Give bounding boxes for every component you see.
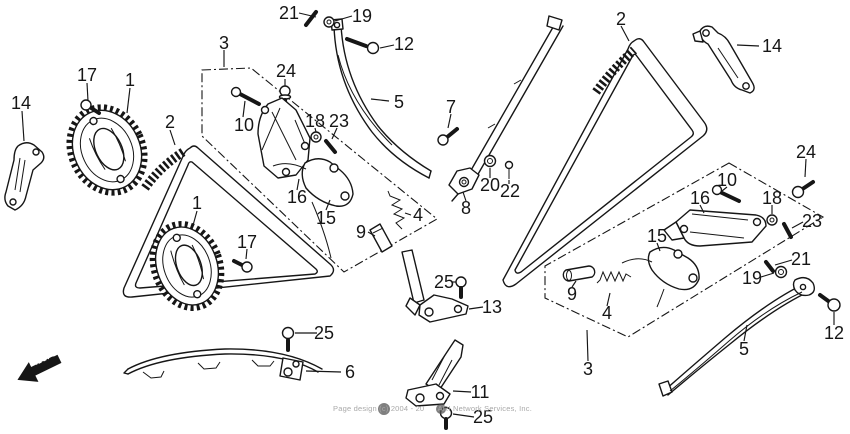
spring-4-left — [387, 190, 406, 230]
callout-20: 20 — [479, 175, 501, 195]
bolt-17-top — [80, 99, 101, 115]
callout-9: 9 — [355, 222, 367, 242]
bolt-12-right — [818, 293, 841, 312]
chain-guide-6-bottom — [123, 348, 323, 381]
callout-23: 23 — [801, 211, 823, 231]
callout-18: 18 — [304, 111, 326, 131]
bracket-14-right — [692, 25, 755, 94]
cam-chain-right — [502, 38, 708, 288]
nut-18-left — [310, 131, 322, 143]
callout-12: 12 — [393, 34, 415, 54]
callout-14: 14 — [761, 36, 783, 56]
nut-18-right — [766, 214, 778, 226]
tensioner-arm-15-left — [272, 158, 354, 259]
callout-19: 19 — [741, 268, 763, 288]
chain-guide-5-right — [658, 276, 816, 397]
callout-1: 1 — [191, 193, 203, 213]
callout-13: 13 — [481, 297, 503, 317]
pin-9-right — [562, 265, 596, 282]
callout-25: 25 — [313, 323, 335, 343]
pin-9-left — [369, 223, 393, 253]
bolt-24-right — [791, 180, 815, 199]
callout-3: 3 — [218, 33, 230, 53]
callout-21: 21 — [278, 3, 300, 23]
callout-12: 12 — [823, 323, 845, 343]
pin-23-right — [782, 222, 793, 239]
callout-9: 9 — [566, 284, 578, 304]
callout-11: 11 — [470, 382, 490, 402]
assembly-box-3-right — [544, 162, 825, 338]
callout-3: 3 — [582, 359, 594, 379]
callout-21: 21 — [790, 249, 812, 269]
callout-17: 17 — [236, 232, 258, 252]
bolt-7 — [437, 127, 459, 146]
callout-2: 2 — [615, 9, 627, 29]
callout-7: 7 — [445, 97, 457, 117]
callout-1: 1 — [124, 70, 136, 90]
watermark-logos — [378, 403, 446, 415]
cam-sprocket-top — [66, 104, 148, 196]
callout-5: 5 — [393, 92, 405, 112]
callout-14: 14 — [10, 93, 32, 113]
callout-22: 22 — [499, 181, 521, 201]
tensioner-11 — [405, 339, 464, 407]
tensioner-holder-16-right — [663, 209, 767, 247]
callout-24: 24 — [275, 61, 297, 81]
washer-19-right — [774, 265, 788, 279]
tensioner-arm-15-right — [621, 246, 700, 308]
callout-18: 18 — [761, 188, 783, 208]
callout-16: 16 — [689, 188, 711, 208]
callout-2: 2 — [164, 112, 176, 132]
bolt-10-right — [711, 184, 741, 203]
pin-21-left — [304, 10, 318, 27]
callout-10: 10 — [233, 115, 255, 135]
bracket-14-left — [4, 142, 45, 211]
cam-chain-left — [122, 145, 335, 298]
callout-8: 8 — [460, 198, 472, 218]
chain-guide-5-left — [330, 18, 432, 179]
fwd-arrow — [17, 354, 62, 382]
callout-16: 16 — [286, 187, 308, 207]
callout-17: 17 — [76, 65, 98, 85]
washer-19-left — [323, 16, 335, 28]
callout-6: 6 — [344, 362, 356, 382]
chain-guide-8 — [448, 15, 564, 202]
cam-sprocket-bottom — [149, 221, 225, 311]
copyright-watermark: Page design (c) 2004 - 20 ARI Network Se… — [333, 404, 532, 413]
callout-25: 25 — [433, 272, 455, 292]
spring-4-right — [596, 270, 632, 284]
callout-19: 19 — [351, 6, 373, 26]
pin-21-right — [764, 260, 775, 273]
guide-bracket-13 — [401, 249, 469, 323]
bolt-25-guide6 — [281, 326, 295, 352]
bolt-10-left — [230, 86, 261, 106]
callout-25: 25 — [472, 407, 494, 427]
callout-4: 4 — [412, 205, 424, 225]
callout-15: 15 — [315, 208, 337, 228]
callout-10: 10 — [716, 170, 738, 190]
callout-24: 24 — [795, 142, 817, 162]
bolt-17-bottom — [232, 259, 253, 273]
bolt-12-left — [345, 37, 380, 55]
washer-20 — [483, 154, 497, 168]
callout-4: 4 — [601, 303, 613, 323]
leader-lines — [21, 12, 835, 418]
callout-5: 5 — [738, 339, 750, 359]
screw-22 — [504, 160, 514, 179]
callout-15: 15 — [646, 226, 668, 246]
callout-23: 23 — [328, 111, 350, 131]
tensioner-holder-16-left — [257, 97, 311, 179]
pin-23-left — [324, 139, 337, 154]
bolt-25-13 — [455, 276, 467, 299]
